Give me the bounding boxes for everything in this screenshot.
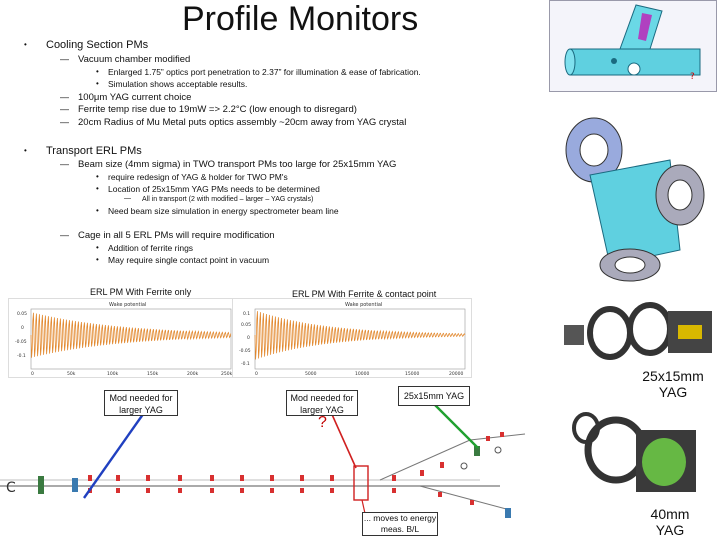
plot-left-wave <box>30 312 232 358</box>
ferrite-chamber-image <box>550 100 718 290</box>
transport-sub1-item-3: Need beam size simulation in energy spec… <box>108 206 339 216</box>
bullet-dot: • <box>96 184 99 193</box>
mod-left-box: Mod needed for larger YAG <box>104 390 178 416</box>
cooling-sub1-item-2: Simulation shows acceptable results. <box>108 79 248 89</box>
dash-mark: — <box>60 230 69 240</box>
plot-left-xtick-3: 100k <box>107 371 119 377</box>
cooling-heading: Cooling Section PMs <box>46 39 149 51</box>
bullet-dot: • <box>96 172 99 181</box>
mod-right-box: Mod needed for larger YAG <box>286 390 358 416</box>
plot-left-svg: Wake potential 0.05 0 -0.05 -0.1 0 50k 1… <box>15 302 233 377</box>
chamber-drawing: ? <box>564 4 701 82</box>
svg-text:C: C <box>6 480 16 496</box>
plot-right-xtick-5: 20000 <box>449 371 463 377</box>
question-mark: ? <box>318 414 327 431</box>
dash-mark: — <box>124 195 131 202</box>
dash-mark: — <box>60 54 69 64</box>
transport-sub2: Cage in all 5 ERL PMs will require modif… <box>78 230 275 241</box>
plot-left-ytick-2: 0 <box>21 325 24 331</box>
moves-box: ... moves to energy meas. B/L <box>362 512 438 536</box>
plot-right-xtick-1: 0 <box>255 371 258 377</box>
plot-left-xtick-6: 250k <box>221 371 233 377</box>
transport-sub1-item-1: require redesign of YAG & holder for TWO… <box>108 172 288 182</box>
bullet-dot: • <box>96 67 99 76</box>
cage-40-drawing <box>572 412 696 492</box>
flange-drawing <box>565 117 705 282</box>
yag-25-caption: 25x15mm YAG <box>642 368 704 400</box>
page-title: Profile Monitors <box>182 0 419 38</box>
plot-right: Wake potential 0.1 0.05 0 -0.05 -0.1 0 5… <box>232 298 472 378</box>
plot-right-xtick-3: 10000 <box>355 371 369 377</box>
transport-sub2-item-2: May require single contact point in vacu… <box>108 255 270 265</box>
transport-sub2-item-1: Addition of ferrite rings <box>108 243 194 253</box>
cooling-sub3: Ferrite temp rise due to 19mW => 2.2°C (… <box>78 104 357 115</box>
bullet-dot: • <box>96 206 99 215</box>
plot-right-xtick-2: 5000 <box>305 371 317 377</box>
cooling-sub1: Vacuum chamber modified <box>78 54 191 65</box>
transport-sub1: Beam size (4mm sigma) in TWO transport P… <box>78 159 397 170</box>
bullet-dot: • <box>96 243 99 252</box>
plot-right-ytick-5: -0.1 <box>241 361 250 367</box>
yag-box: 25x15mm YAG <box>398 386 470 406</box>
dash-mark: — <box>60 117 69 127</box>
bullet-dot: • <box>24 146 27 155</box>
bullet-dot: • <box>24 40 27 49</box>
plot-right-svg: Wake potential 0.1 0.05 0 -0.05 -0.1 0 5… <box>239 302 466 377</box>
svg-text:?: ? <box>690 72 695 82</box>
yag-40-caption: 40mm YAG <box>650 506 690 538</box>
plot-left-ytick-4: -0.1 <box>17 353 26 359</box>
plot-left-xtick-4: 150k <box>147 371 159 377</box>
plot-right-ytick-3: 0 <box>247 335 250 341</box>
cooling-sub1-item-1: Enlarged 1.75” optics port penetration t… <box>108 67 421 77</box>
plot-left-ytick-3: -0.05 <box>15 339 27 345</box>
plot-right-wave <box>254 311 466 360</box>
cage-25-image <box>560 295 718 365</box>
transport-heading: Transport ERL PMs <box>46 145 142 157</box>
plot-left-caption: ERL PM With Ferrite only <box>90 287 192 297</box>
dash-mark: — <box>60 159 69 169</box>
plot-left-xtick-2: 50k <box>67 371 76 377</box>
cooling-sub2: 100μm YAG current choice <box>78 92 192 103</box>
plot-right-ytick-2: 0.05 <box>241 322 251 328</box>
dash-mark: — <box>60 104 69 114</box>
dash-mark: — <box>60 92 69 102</box>
plot-left-xtick-5: 200k <box>187 371 199 377</box>
cage-drawing <box>564 302 712 360</box>
plot-left-ytick-1: 0.05 <box>17 311 27 317</box>
bullet-dot: • <box>96 255 99 264</box>
plot-right-xtick-4: 15000 <box>405 371 419 377</box>
beamline-diagram: C <box>0 380 540 540</box>
plot-left-xtick-1: 0 <box>31 371 34 377</box>
bullet-dot: • <box>96 79 99 88</box>
plot-right-caption: ERL PM With Ferrite & contact point <box>292 289 437 299</box>
beamline-svg: C <box>0 399 526 519</box>
cooling-sub4: 20cm Radius of Mu Metal puts optics asse… <box>78 117 407 128</box>
plot-right-ytick-1: 0.1 <box>243 311 250 317</box>
plot-left-title: Wake potential <box>109 302 146 308</box>
plot-right-ytick-4: -0.05 <box>239 348 251 354</box>
plot-right-title: Wake potential <box>345 302 382 308</box>
transport-sub1-item-2: Location of 25x15mm YAG PMs needs to be … <box>108 184 320 194</box>
plot-left: Wake potential 0.05 0 -0.05 -0.1 0 50k 1… <box>8 298 238 378</box>
cage-40-image <box>566 410 718 510</box>
transport-sub1-deep: All in transport (2 with modified – larg… <box>142 196 314 203</box>
vacuum-chamber-image: ? <box>549 0 717 92</box>
